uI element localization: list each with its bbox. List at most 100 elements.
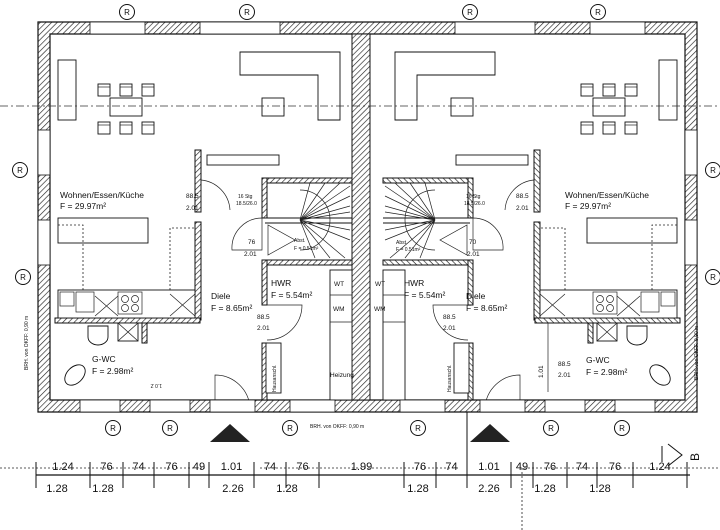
room-area-landing: F = 0.51m² [396,247,421,253]
room-name-wc: G-WC [586,355,610,365]
dimension-bottom: 1.28 [46,483,67,495]
door-width: 88.5 [516,193,529,200]
unit-left-labels: Wohnen/Essen/Küche F = 29.97m² 88.5 2.01… [24,190,354,392]
neighbor-boundary [521,467,720,530]
rollladen-markers: R R R R R R R R R R R R R R [12,4,720,436]
door-width: 88.5 [558,361,571,368]
room-area-diele: F = 8.65m² [211,303,253,313]
heizung-label: Heizung [330,372,354,379]
dimension-bottom: 1.28 [92,483,113,495]
dimension-top: 76 [414,461,426,473]
dimension-top: 1.99 [351,461,372,473]
room-area-hwr: F = 5.54m² [271,290,313,300]
unit-right [383,22,697,412]
stairs-steps: 16 Stg [238,194,253,200]
wt-label: WT [375,281,385,288]
dimension-top: 76 [609,461,621,473]
dimension-bottom: 1.28 [589,483,610,495]
rollladen-marker: R [12,162,28,178]
wm-label: WM [333,306,345,313]
rollladen-marker: R [705,269,720,285]
room-name-living: Wohnen/Essen/Küche [565,190,649,200]
rollladen-marker: R [162,420,178,436]
room-area-wc: F = 2.98m² [586,367,628,377]
room-area-landing: F = 0.51m² [294,246,319,252]
dimension-top: 76 [296,461,308,473]
door-height: 2.01 [467,251,480,258]
rollladen-marker-label: R [20,273,26,282]
door-width: 88.5 [186,193,199,200]
hausanschluss-label: Hausanschl. [272,364,278,392]
rollladen-marker: R [282,420,298,436]
unit-left [38,22,352,412]
section-label: B [688,453,702,461]
dimension-top: 74 [264,461,276,473]
dimension-top: 1.24 [649,461,670,473]
entrance-arrow-left [210,424,250,442]
room-name-hwr: HWR [271,278,291,288]
rollladen-marker: R [410,420,426,436]
rollladen-marker-label: R [710,166,716,175]
room-name-diele: Diele [211,291,231,301]
section-marker: B [661,443,702,467]
dimension-bottom: 1.28 [407,483,428,495]
door-height: 2.01 [186,205,199,212]
door-width: 70 [469,239,477,246]
rollladen-marker: R [614,420,630,436]
dimension-bottom: 2.26 [222,483,243,495]
rollladen-marker-label: R [415,424,421,433]
rollladen-marker: R [119,4,135,20]
sill-height-note: BRH. von OKFF: 0,90 m [694,326,700,380]
rollladen-marker: R [105,420,121,436]
dimension-top: 74 [445,461,457,473]
sill-height-note: BRH. von OKFF: 0,90 m [24,316,30,370]
rollladen-marker: R [543,420,559,436]
room-area-hwr: F = 5.54m² [404,290,446,300]
dimension-top: 1.24 [52,461,73,473]
room-area-diele: F = 8.65m² [466,303,508,313]
room-name-landing: Abst. [396,240,407,246]
dimension-top: 1.01 [478,461,499,473]
rollladen-marker-label: R [548,424,554,433]
door-height: 2.01 [257,325,270,332]
wm-label: WM [374,306,386,313]
room-name-wc: G-WC [92,354,116,364]
door-height: 2.01 [516,205,529,212]
hausanschluss-label: Hausanschl. [447,364,453,392]
wc-depth: 1.01 [538,365,545,378]
rollladen-marker: R [462,4,478,20]
bottom-sill-note: BRH. von OKFF: 0,90 m [310,424,364,430]
wt-label: WT [334,281,344,288]
dimension-top: 49 [193,461,205,473]
rollladen-marker-label: R [244,8,250,17]
rollladen-marker-label: R [124,8,130,17]
door-width: 88.5 [443,314,456,321]
rollladen-marker-label: R [110,424,116,433]
rollladen-marker-label: R [710,273,716,282]
door-height: 2.01 [443,325,456,332]
unit-right-labels: Wohnen/Essen/Küche F = 29.97m² 88.5 2.01… [374,190,700,392]
stairs-ratio: 18.5/26.0 [236,201,257,207]
dimension-top: 1.01 [221,461,242,473]
room-name-landing: Abst. [294,238,305,244]
dimension-bottom: 1.28 [534,483,555,495]
dimension-top: 76 [165,461,177,473]
entrance-arrow-right [470,424,510,442]
rollladen-marker-label: R [619,424,625,433]
dimension-top: 76 [544,461,556,473]
door-width: 76 [248,239,256,246]
rollladen-marker: R [590,4,606,20]
room-area-wc: F = 2.98m² [92,366,134,376]
rollladen-marker-label: R [167,424,173,433]
exterior-walls [37,21,698,413]
rollladen-marker-label: R [17,166,23,175]
stairs-ratio: 18.5/26.0 [464,201,485,207]
wc-note: 1.0 Z [151,382,162,388]
dimension-bottom: 1.28 [276,483,297,495]
rollladen-marker-label: R [595,8,601,17]
rollladen-marker: R [15,269,31,285]
rollladen-marker-label: R [287,424,293,433]
dimension-top: 49 [516,461,528,473]
